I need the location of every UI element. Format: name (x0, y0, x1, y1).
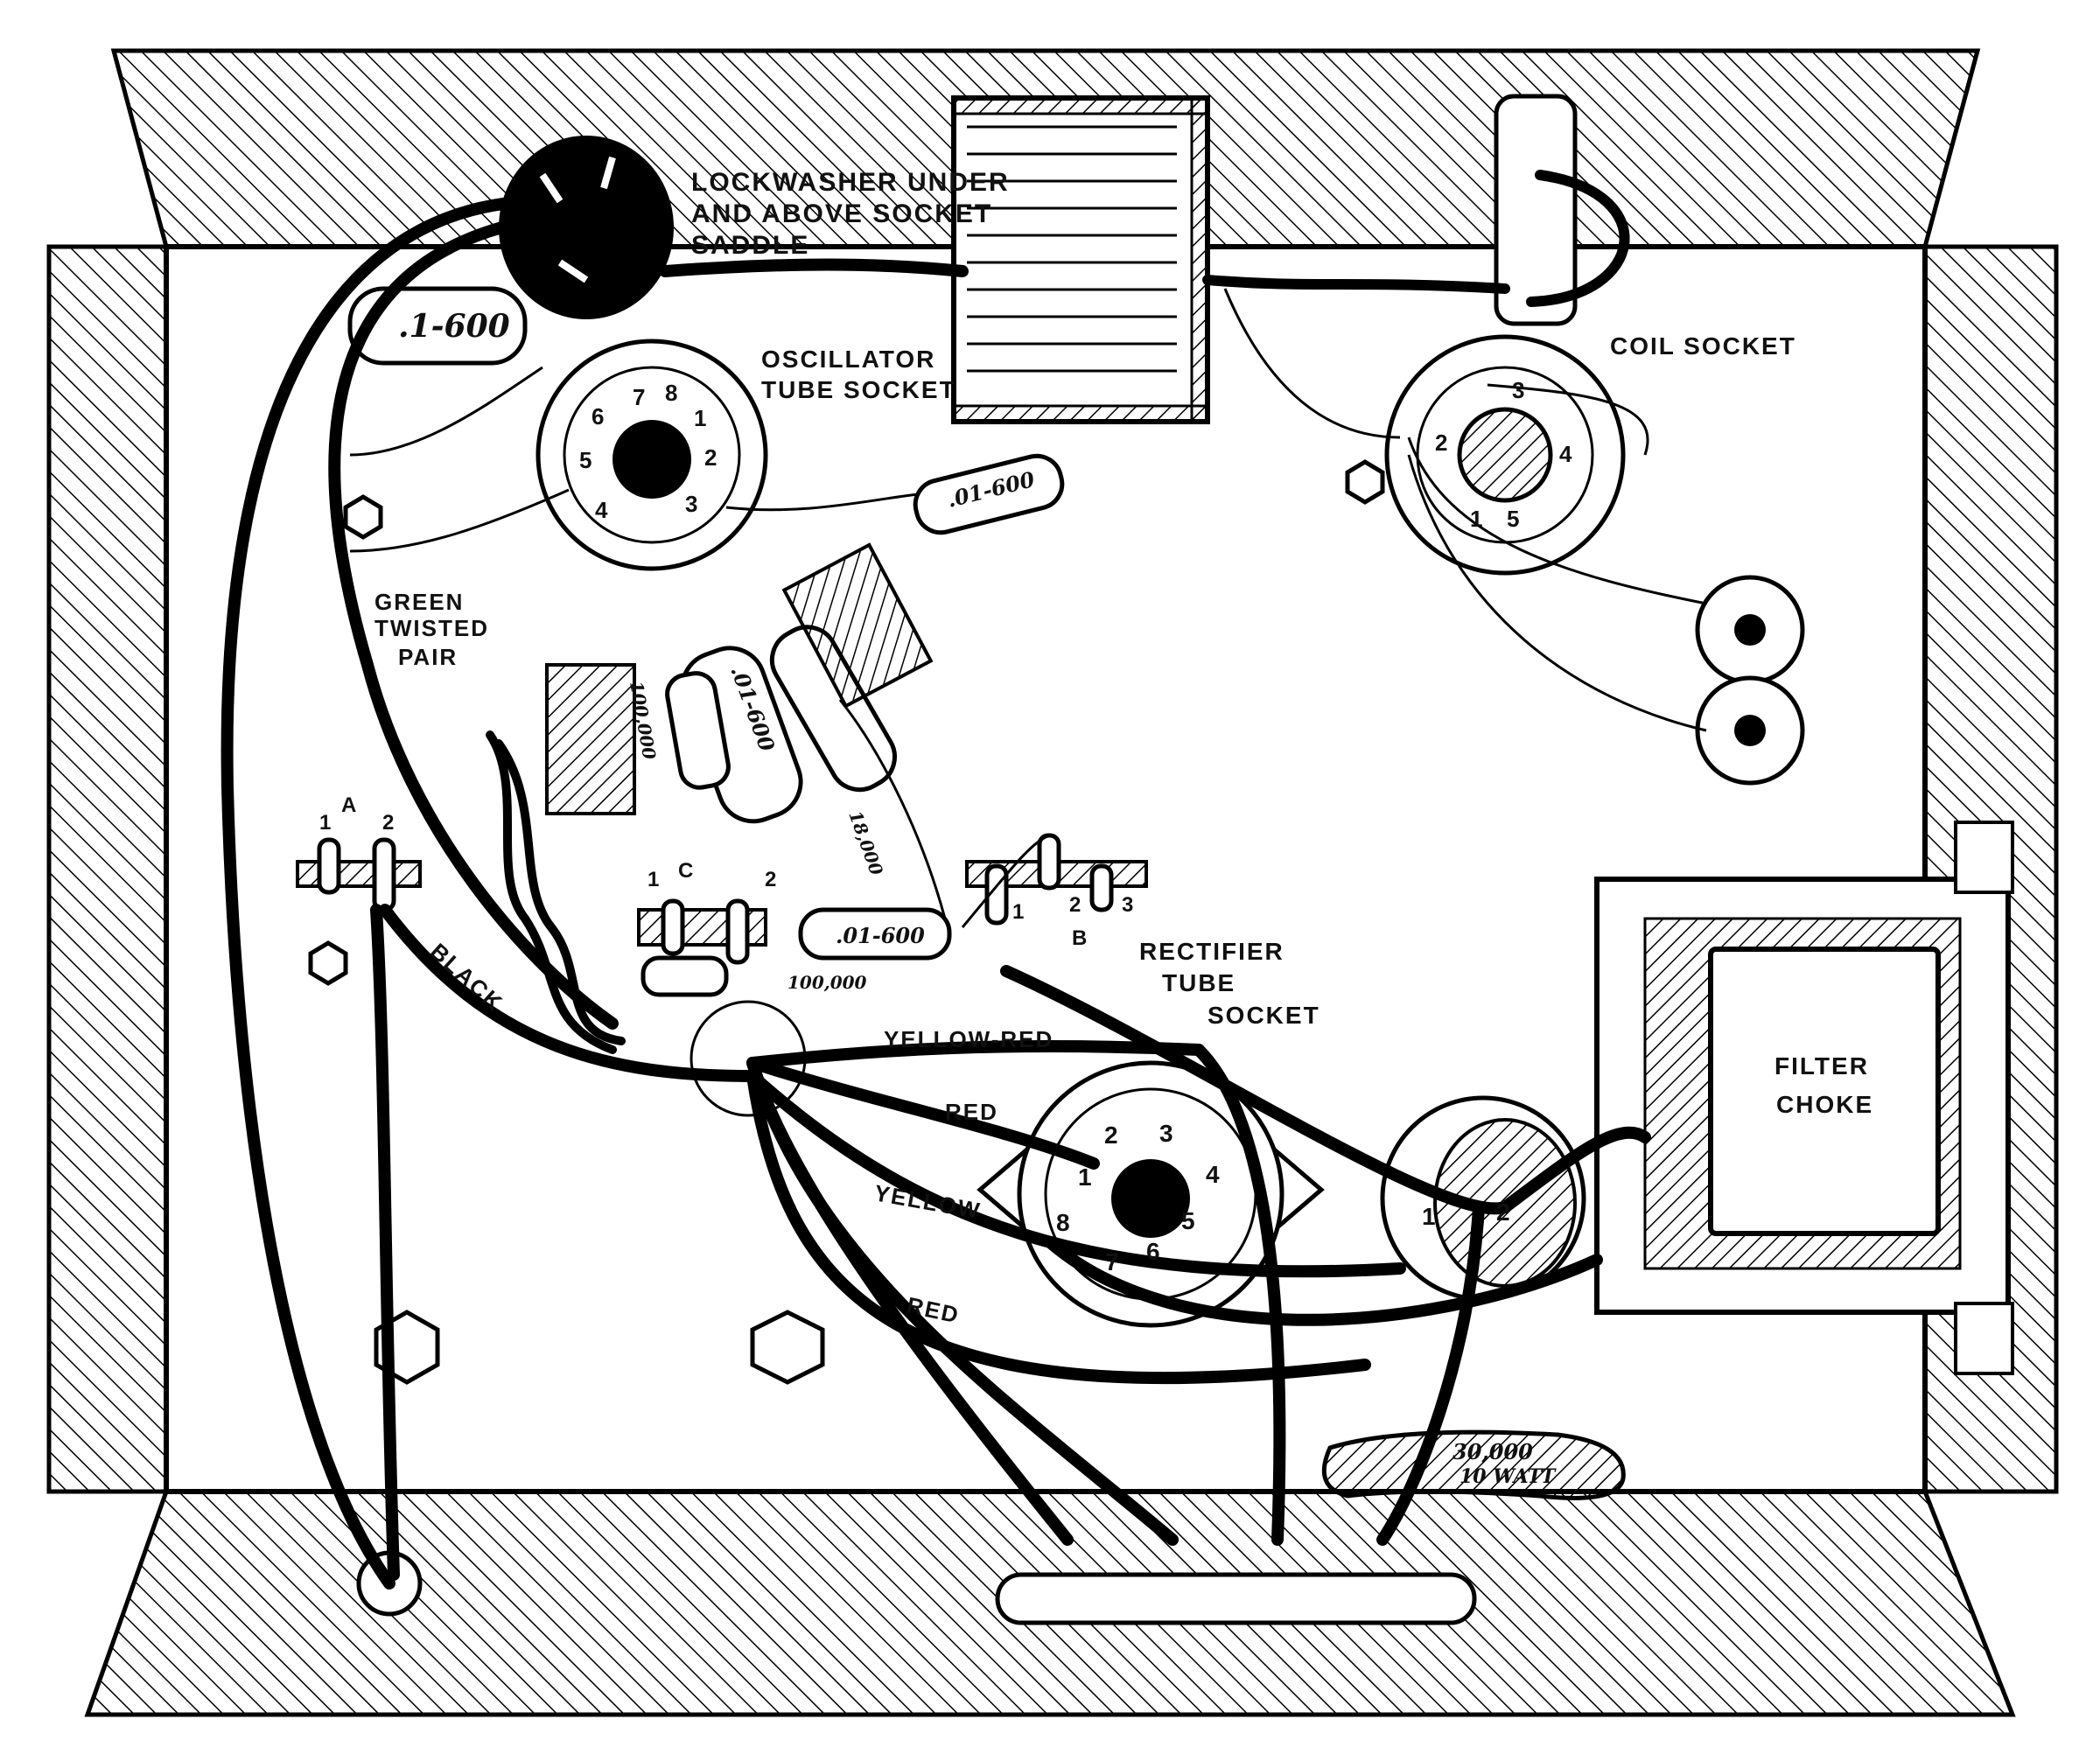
osc-pin-3: 3 (685, 491, 697, 517)
grommet-right (1695, 675, 1805, 786)
rectifier-pins: 1 2 3 4 5 6 7 8 (1056, 1120, 1220, 1275)
label-cap-top: .1-600 (398, 308, 510, 345)
resistor-bottom (640, 955, 729, 997)
power-resistor (1321, 1429, 1626, 1500)
choke-line-2: CHOKE (1776, 1091, 1873, 1118)
strip-a-t1: 1 (319, 811, 331, 835)
capacitor-plates (967, 125, 1177, 373)
choke-line-1: FILTER (1774, 1052, 1869, 1080)
variable-capacitor (951, 95, 1210, 424)
rect-pin-4: 4 (1206, 1161, 1220, 1188)
rect-pin-7: 7 (1105, 1248, 1119, 1275)
osc-pin-8: 8 (665, 380, 677, 406)
strip-a-t2: 2 (382, 811, 394, 835)
label-strip-b: B 1 2 3 (1012, 893, 1133, 950)
terminal-strip-b (965, 833, 1148, 926)
green-line-3: PAIR (398, 644, 458, 670)
coil-form-top (1494, 94, 1578, 326)
grommet-top-right (1695, 575, 1805, 685)
label-green-twisted: GREEN TWISTED PAIR (374, 589, 489, 670)
filter-choke (1594, 821, 2014, 1375)
terminal-strip-a (296, 837, 422, 912)
strip-b-name: B (1072, 926, 1087, 950)
terminal-strip-c (637, 898, 767, 965)
strip-b-t3: 3 (1122, 893, 1133, 917)
osc-pin-7: 7 (633, 384, 645, 410)
rectifier-line-3: SOCKET (1208, 1002, 1320, 1029)
green-line-2: TWISTED (374, 615, 489, 641)
rect-pin-1: 1 (1078, 1163, 1092, 1191)
strip-c-name: C (678, 859, 693, 883)
control-knob-body (499, 136, 674, 319)
rectifier-socket (976, 1060, 1325, 1328)
oscillator-pins: 1 2 3 4 5 6 7 8 (579, 380, 717, 523)
choke-pin-1: 1 (1422, 1203, 1436, 1230)
lockwasher-line-3: SADDLE (691, 231, 809, 260)
label-res-bottom: 100,000 (788, 972, 867, 993)
rect-pin-3: 3 (1159, 1120, 1173, 1147)
osc-pin-5: 5 (579, 447, 592, 473)
label-red-upper: RED (945, 1099, 998, 1125)
coil-socket (1384, 334, 1626, 576)
osc-pin-2: 2 (704, 444, 717, 471)
oscillator-line-2: TUBE SOCKET (761, 376, 956, 403)
osc-pin-1: 1 (694, 405, 706, 431)
osc-pin-4: 4 (595, 497, 608, 523)
oscillator-socket (536, 339, 768, 571)
lockwasher-line-2: AND ABOVE SOCKET (691, 199, 992, 228)
coil-pin-2: 2 (1435, 430, 1447, 456)
capacitor-mid (913, 453, 1065, 535)
capacitor-bottom (798, 907, 952, 961)
label-oscillator: OSCILLATOR TUBE SOCKET (761, 346, 956, 403)
capacitor-stack-right (781, 542, 934, 709)
pow-res-line-2: 10 WATT (1460, 1465, 1557, 1488)
resistor-vertical (665, 671, 731, 790)
rectifier-line-2: TUBE (1162, 969, 1236, 996)
rectifier-line-1: RECTIFIER (1139, 938, 1284, 965)
rect-pin-2: 2 (1104, 1122, 1118, 1149)
coil-pin-4: 4 (1559, 441, 1572, 467)
osc-pin-6: 6 (592, 403, 604, 430)
rect-pin-8: 8 (1056, 1209, 1070, 1236)
choke-socket-pins: 1 2 (1422, 1198, 1510, 1230)
coil-pin-5: 5 (1507, 506, 1519, 532)
strip-c-t2: 2 (765, 868, 776, 891)
oscillator-line-1: OSCILLATOR (761, 346, 935, 373)
label-yellow-red: YELLOW-RED (884, 1026, 1054, 1052)
label-strip-a: A 1 2 (319, 793, 394, 835)
green-line-1: GREEN (374, 589, 464, 615)
coil-pin-3: 3 (1512, 377, 1524, 403)
label-cap-bottom: .01-600 (836, 923, 925, 948)
label-lockwasher: LOCKWASHER UNDER AND ABOVE SOCKET SADDLE (691, 168, 1010, 260)
chassis-left-flap (46, 244, 169, 1494)
strip-c-t1: 1 (648, 868, 659, 891)
coil-pin-1: 1 (1470, 506, 1482, 532)
choke-pin-2: 2 (1496, 1198, 1510, 1226)
capacitor-top (347, 286, 528, 366)
strip-a-name: A (341, 793, 356, 817)
pow-res-line-1: 30,000 (1452, 1439, 1533, 1464)
strip-b-t1: 1 (1012, 900, 1024, 924)
label-filter-choke: FILTER CHOKE (1774, 1052, 1873, 1118)
label-coil-socket: COIL SOCKET (1610, 332, 1796, 360)
rect-pin-5: 5 (1181, 1207, 1195, 1234)
lockwasher-line-1: LOCKWASHER UNDER (691, 168, 1010, 197)
terminal-strip-bottom (995, 1572, 1477, 1625)
choke-socket (1380, 1095, 1586, 1302)
rect-pin-6: 6 (1146, 1238, 1160, 1265)
label-rectifier: RECTIFIER TUBE SOCKET (1139, 938, 1320, 1029)
label-power-resistor: 30,000 10 WATT (1452, 1439, 1557, 1488)
strip-b-t2: 2 (1069, 893, 1081, 917)
label-strip-c: C 1 2 (648, 859, 776, 891)
coil-pins: 1 2 3 4 5 (1435, 377, 1572, 532)
wires (220, 170, 1707, 1590)
capacitor-stack-left (545, 663, 636, 815)
